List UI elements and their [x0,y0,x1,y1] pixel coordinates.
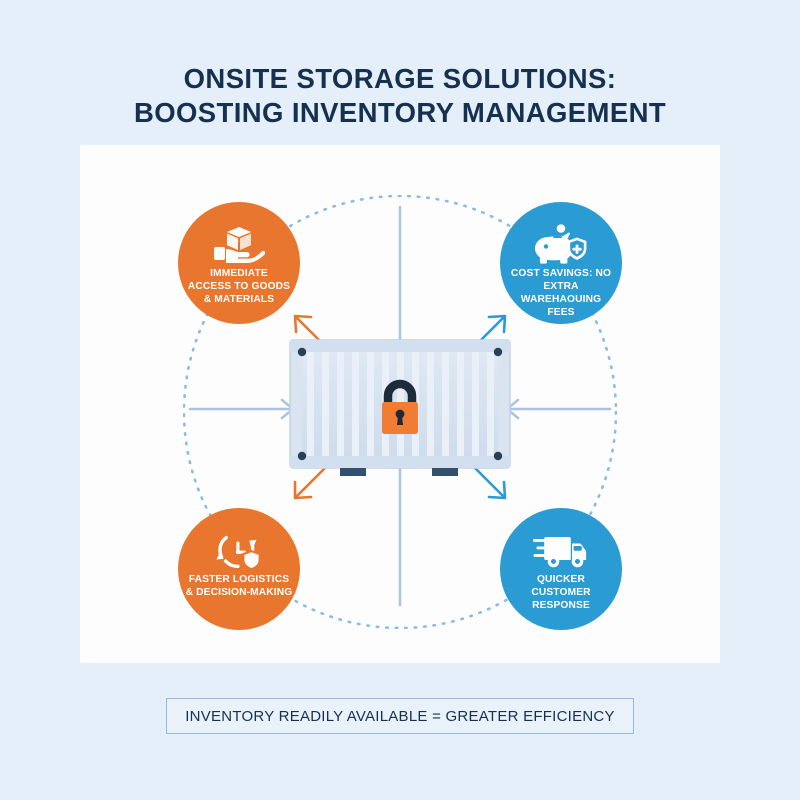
node-cost-savings[interactable]: COST SAVINGS: NO EXTRA WAREHAOUING FEES [500,202,622,324]
node-label: QUICKER CUSTOMER RESPONSE [531,574,591,611]
piggy-bank-shield-icon [534,224,588,264]
hand-holding-box-icon [213,224,265,264]
node-label: IMMEDIATE ACCESS TO GOODS & MATERIALS [187,268,291,305]
node-label: FASTER LOGISTICS & DECISION-MAKING [185,574,293,598]
node-label: COST SAVINGS: NO EXTRA WAREHAOUING FEES [510,268,612,318]
page-title: ONSITE STORAGE SOLUTIONS: BOOSTING INVEN… [133,63,667,129]
clock-refresh-shield-icon [213,530,265,570]
footer-banner: INVENTORY READILY AVAILABLE = GREATER EF… [166,698,634,734]
node-immediate-access[interactable]: IMMEDIATE ACCESS TO GOODS & MATERIALS [178,202,300,324]
node-faster-logistics[interactable]: FASTER LOGISTICS & DECISION-MAKING [178,508,300,630]
padlock-icon [382,379,418,434]
dotted-connector-ring [183,195,617,629]
node-quicker-response[interactable]: QUICKER CUSTOMER RESPONSE [500,508,622,630]
shipping-container-icon [289,339,511,476]
delivery-truck-icon [533,530,589,570]
footer-banner-text: INVENTORY READILY AVAILABLE = GREATER EF… [185,707,615,725]
